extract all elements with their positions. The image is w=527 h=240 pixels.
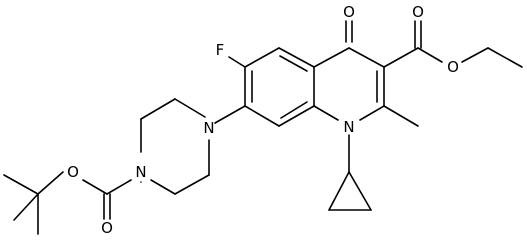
atom-n-piperazine-aryl: N bbox=[203, 119, 214, 137]
bond-ccarb-o-link bbox=[82, 179, 108, 195]
bond-c5-c6 bbox=[244, 47, 280, 68]
bond-tbu-me2 bbox=[3, 174, 39, 195]
bond-pip-5 bbox=[150, 179, 176, 195]
atom-o-ester-carbonyl: O bbox=[412, 3, 424, 21]
bond-lines bbox=[3, 20, 523, 235]
bond-c3-cester bbox=[383, 47, 419, 68]
bond-npip-ccarb bbox=[106, 179, 132, 195]
bond-cester-o-link bbox=[417, 47, 443, 63]
bond-c6-f bbox=[228, 56, 246, 68]
bond-c2-n1 bbox=[359, 105, 385, 121]
atom-labels: O O O F N N N O O bbox=[67, 3, 459, 237]
atom-n-piperazine-carbamate: N bbox=[135, 163, 146, 181]
bond-o-ethyl-ch2 bbox=[461, 47, 489, 63]
atom-o-ester-link: O bbox=[447, 58, 459, 76]
bond-cyclopropyl-a bbox=[328, 171, 350, 211]
bond-o-tbu bbox=[37, 171, 64, 195]
atom-o-ketone: O bbox=[343, 3, 355, 21]
bond-tbu-me3 bbox=[13, 193, 39, 221]
bond-ethyl-ch2-ch3 bbox=[487, 47, 523, 68]
bond-c7-c8 bbox=[244, 105, 280, 127]
bond-pip-1 bbox=[174, 98, 206, 118]
bond-c4a-c4 bbox=[313, 47, 350, 68]
bond-c7-npip bbox=[214, 105, 246, 124]
bond-pip-6 bbox=[174, 174, 210, 195]
bond-c2-methyl bbox=[383, 105, 419, 127]
bond-c8-c8a-double bbox=[280, 101, 308, 119]
bond-c4-c3 bbox=[348, 47, 385, 68]
atom-o-carbamate-link: O bbox=[67, 163, 79, 181]
bond-c8-c8a bbox=[278, 105, 315, 127]
bond-c4a-c5-double bbox=[279, 55, 308, 72]
bond-n1-c8a bbox=[313, 105, 339, 121]
bond-cyclopropyl-c bbox=[348, 171, 372, 211]
atom-f: F bbox=[216, 41, 225, 59]
atom-n-quinolone: N bbox=[343, 118, 354, 136]
atom-o-carbamate-carbonyl: O bbox=[101, 219, 113, 237]
bond-pip-2 bbox=[140, 98, 176, 120]
bond-c4a-c5 bbox=[278, 47, 315, 68]
